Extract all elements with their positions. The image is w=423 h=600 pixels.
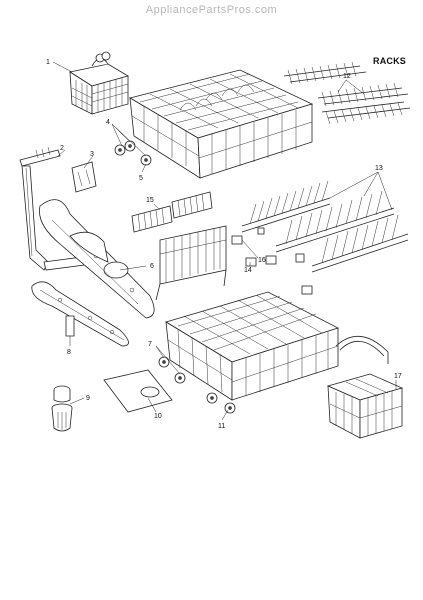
part-12-tine-clips [283,61,411,125]
callout-9: 9 [86,395,90,402]
callout-4: 4 [106,119,110,126]
part-8-lower-spray-arm [31,281,129,347]
section-title: RACKS [373,56,407,66]
callout-6: 6 [150,263,154,270]
part-1-silverware-basket [68,51,130,115]
part-15-clips [131,191,213,233]
callout-17: 17 [394,373,402,380]
watermark: AppliancePartsPros.com [145,4,278,16]
callout-10: 10 [154,413,162,420]
callout-2: 2 [60,145,64,152]
callout-3: 3 [90,151,94,158]
lower-rack [158,291,340,414]
callouts: 1 2 3 4 5 6 7 8 9 10 11 12 13 14 15 16 1… [46,59,402,430]
callout-12: 12 [343,73,351,80]
leader-lines [52,61,397,421]
callout-7: 7 [148,341,152,348]
upper-rack [114,69,314,179]
callout-1: 1 [46,59,50,66]
part-3-connector [71,161,97,193]
callout-15: 15 [146,197,154,204]
part-14-16-clips [231,227,313,295]
fold-down-tine-rack [155,225,227,301]
part-13-tine-rows [241,180,409,273]
part-9-filter-cup [51,385,73,432]
callout-13: 13 [375,165,383,172]
callout-11: 11 [218,423,225,430]
callout-5: 5 [139,175,143,182]
part-17-lower-basket [326,335,404,439]
callout-16: 16 [258,257,266,264]
part-6-spray-arm [39,199,155,319]
callout-14: 14 [244,267,252,274]
part-10-plate [103,369,173,413]
callout-8: 8 [67,349,71,356]
